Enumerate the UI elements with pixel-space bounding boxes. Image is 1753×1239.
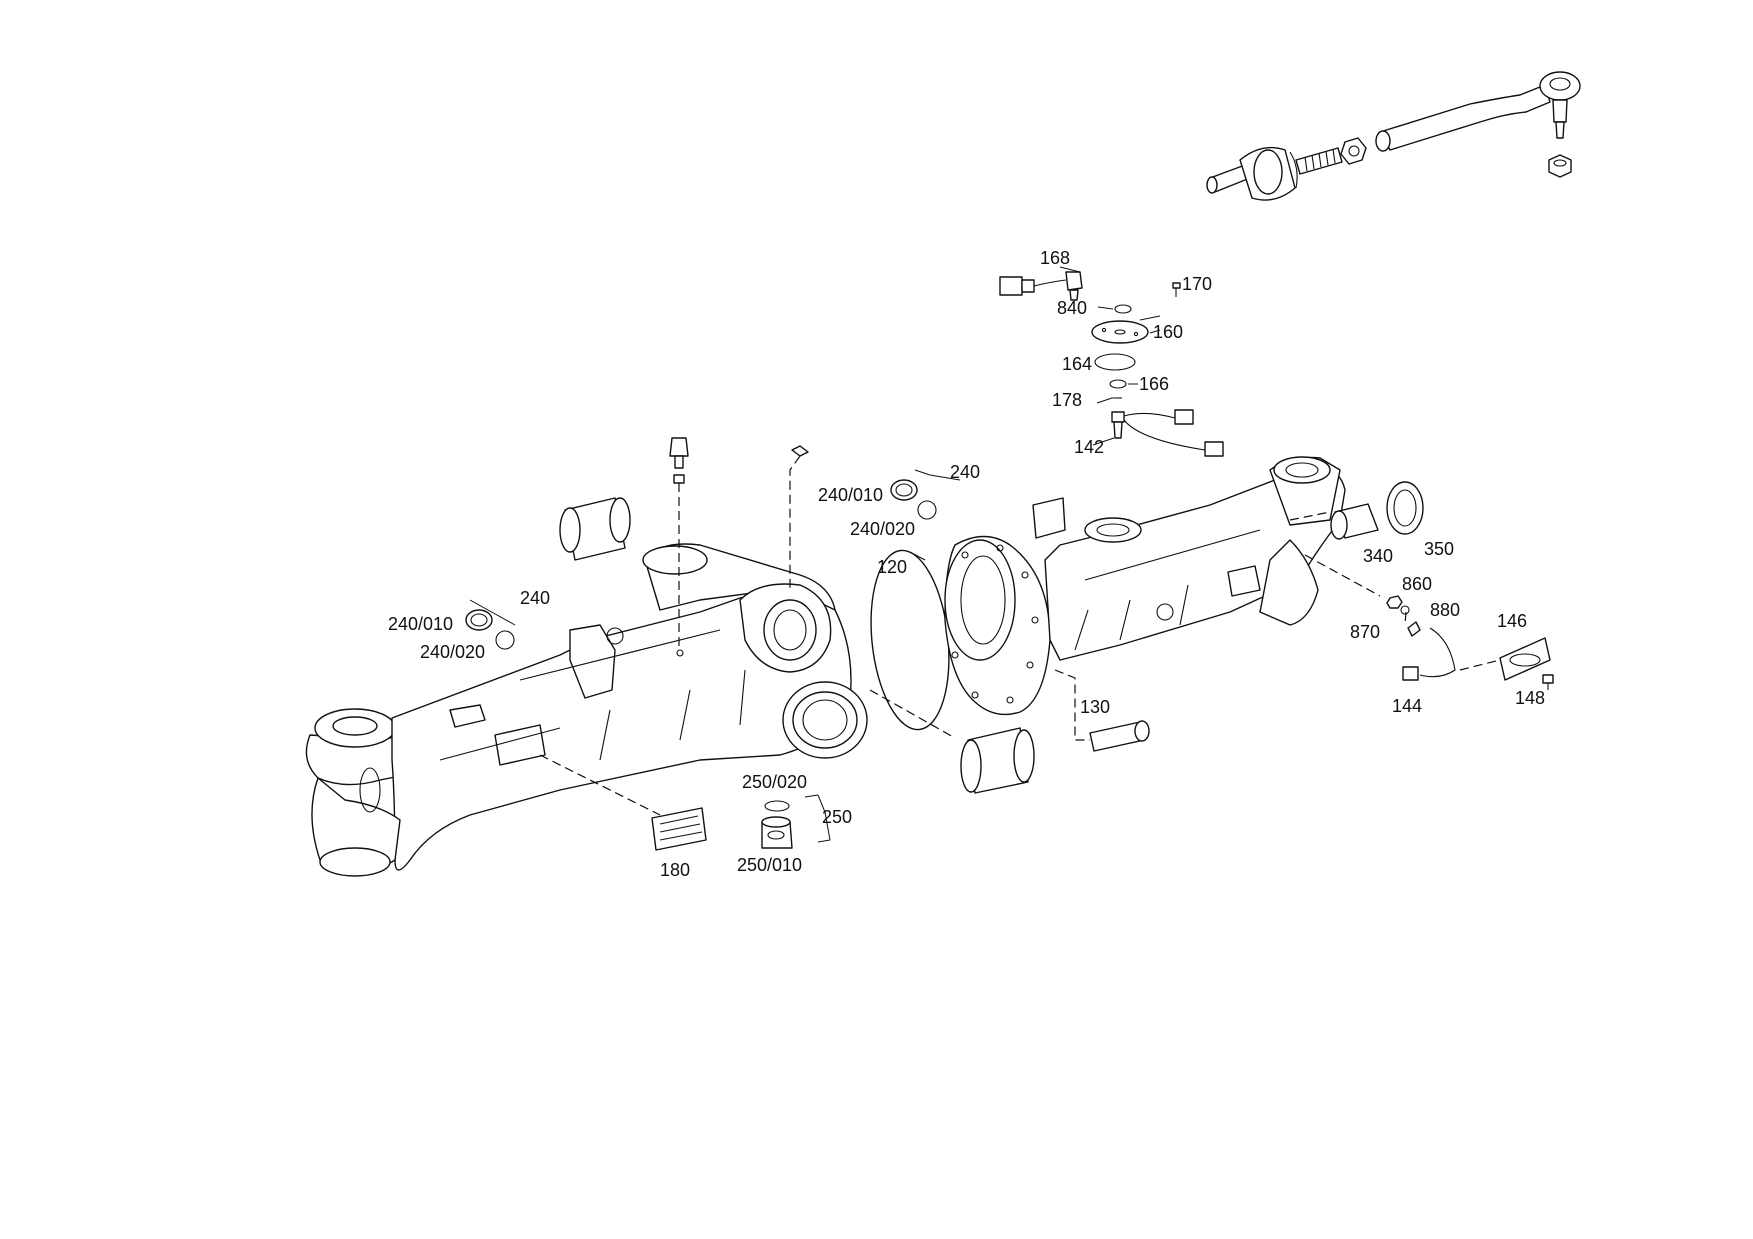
label-240-right: 240 [950,462,980,482]
label-180: 180 [660,860,690,880]
left-axle-housing [305,543,868,877]
label-168: 168 [1040,248,1070,268]
label-870: 870 [1350,622,1380,642]
assembly-lines [539,455,1501,816]
label-250-010: 250/010 [737,855,802,875]
label-250-020: 250/020 [742,772,807,792]
label-240-010-left: 240/010 [388,614,453,634]
label-840: 840 [1057,298,1087,318]
label-350: 350 [1424,539,1454,559]
label-240-left: 240 [520,588,550,608]
right-axle-housing [944,456,1346,716]
sensor-stack [999,271,1224,457]
label-142: 142 [1074,437,1104,457]
label-170: 170 [1182,274,1212,294]
label-178: 178 [1052,390,1082,410]
label-146: 146 [1497,611,1527,631]
callout-labels: 168 170 840 160 164 166 178 142 240 240/… [388,248,1545,880]
label-240-020-right: 240/020 [850,519,915,539]
label-250: 250 [822,807,852,827]
label-166: 166 [1139,374,1169,394]
leader-lines [469,266,1161,843]
label-340: 340 [1363,546,1393,566]
label-144: 144 [1392,696,1422,716]
label-120: 120 [877,557,907,577]
label-148: 148 [1515,688,1545,708]
right-bushings [890,479,1554,752]
label-130: 130 [1080,697,1110,717]
label-880: 880 [1430,600,1460,620]
label-160: 160 [1153,322,1183,342]
tie-rod-assembly [1206,71,1581,201]
label-240-010-right: 240/010 [818,485,883,505]
left-bushings [465,437,1035,851]
label-240-020-left: 240/020 [420,642,485,662]
label-860: 860 [1402,574,1432,594]
label-164: 164 [1062,354,1092,374]
